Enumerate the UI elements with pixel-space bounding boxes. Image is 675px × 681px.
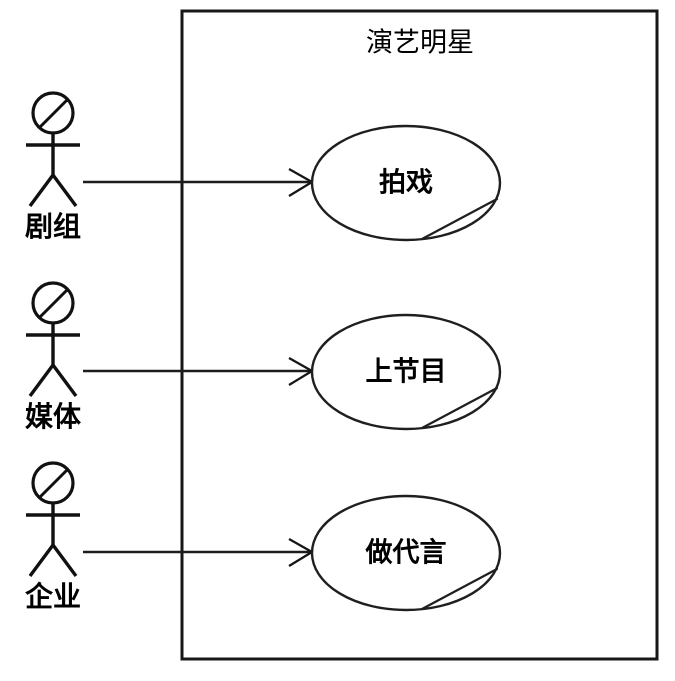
assoc-enterprise-endorsement[interactable] [83,538,313,567]
actor-leg-left-icon [28,363,55,398]
usecase-endorsement-label: 做代言 [365,538,447,569]
actor-leg-right-icon [51,543,78,578]
actor-enterprise[interactable]: 企业 [25,461,81,613]
usecase-fold-corner-icon [420,567,499,611]
actor-head-chord-icon [37,287,70,320]
usecase-endorsement[interactable]: 做代言 [310,494,502,612]
usecase-filming-label: 拍戏 [379,168,433,199]
actor-film-crew[interactable]: 剧组 [25,91,81,243]
actor-media[interactable]: 媒体 [25,281,82,433]
assoc-media-on-show[interactable] [83,357,313,386]
usecase-on-show[interactable]: 上节目 [310,313,502,431]
arrowhead-barb-upper-icon [288,538,313,553]
actor-enterprise-label: 企业 [25,580,81,613]
assoc-film-crew-filming[interactable] [83,168,313,197]
system-title: 演艺明星 [366,28,474,59]
actor-leg-left-icon [28,543,55,578]
arrowhead-barb-lower-icon [288,551,313,567]
actor-leg-left-icon [28,173,55,208]
arrowhead-barb-upper-icon [288,168,313,183]
actor-media-label: 媒体 [25,400,82,433]
actor-head-chord-icon [37,467,70,500]
usecase-on-show-label: 上节目 [366,357,447,388]
arrowhead-barb-upper-icon [288,357,313,372]
usecase-fold-corner-icon [420,197,499,241]
arrowhead-barb-lower-icon [288,181,313,197]
usecase-fold-corner-icon [420,386,499,430]
usecase-ellipse [310,313,502,431]
actor-film-crew-label: 剧组 [25,210,81,243]
usecase-ellipse [310,494,502,612]
usecase-filming[interactable]: 拍戏 [310,124,502,242]
actor-leg-right-icon [51,173,78,208]
usecase-ellipse [310,124,502,242]
arrowhead-barb-lower-icon [288,370,313,386]
actor-leg-right-icon [51,363,78,398]
actor-head-chord-icon [37,97,70,130]
